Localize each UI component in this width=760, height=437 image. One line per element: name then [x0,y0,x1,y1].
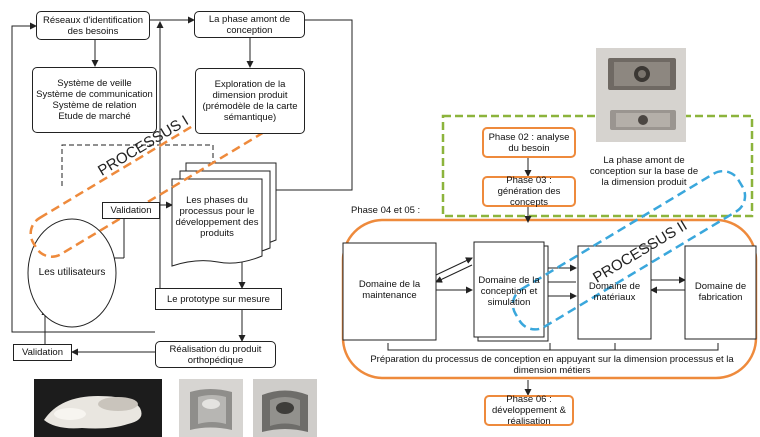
systemes-box: Système de veille Système de communicati… [32,67,157,133]
systeme-communication: Système de communication [36,89,153,100]
domaine-maintenance-box [342,242,437,341]
utilisateurs-label: Les utilisateurs [38,266,106,278]
domaine-fabrication-label-wrap: Domaine de fabrication [687,272,754,312]
domaine-fabrication-label: Domaine de fabrication [694,281,747,303]
phases-document-stack [171,162,277,267]
phase03-box: Phase 03 : génération des concepts [482,175,576,208]
connector-lines-right [387,158,719,396]
processus-i-band [29,93,272,258]
phase06-box: Phase 06 : développement & réalisation [484,394,574,427]
amont-caption-wrap: La phase amont de conception sur la base… [588,148,700,194]
green-dashed-region [441,114,754,218]
phase-amont-box: La phase amont de conception [194,11,305,38]
phases-processus-label-wrap: Les phases du processus pour le développ… [172,182,262,252]
phases-processus-label: Les phases du processus pour le développ… [175,195,259,239]
realisation-label: Réalisation du produit orthopédique [169,343,262,366]
systeme-relation: Système de relation [52,100,137,111]
systeme-veille: Système de veille [57,78,132,89]
amont-caption: La phase amont de conception sur la base… [589,154,699,188]
domaine-maintenance-label-wrap: Domaine de la maintenance [345,270,434,310]
phase02-label: Phase 02 : analyse du besoin [488,131,570,154]
validation-top-label: Validation [110,205,152,216]
utilisateurs-label-wrap: Les utilisateurs [34,250,110,294]
domaine-conception-box [473,241,545,338]
utilisateurs-ellipse [27,218,117,328]
validation-bottom-label: Validation [21,347,64,358]
exploration-label: Exploration de la dimension produit (pré… [202,79,298,123]
orthopedic-photo-2 [179,379,243,437]
exploration-box: Exploration de la dimension produit (pré… [195,68,305,134]
phase03-label: Phase 03 : génération des concepts [497,175,561,208]
phase0405-label-wrap: Phase 04 et 05 : [351,204,423,217]
domaine-fabrication-box [684,245,757,340]
orthopedic-photo-3 [253,379,317,437]
preparation-label: Préparation du processus de conception e… [370,354,734,376]
domaine-conception-label-wrap: Domaine de la conception et simulation [475,266,543,316]
processus-ii-band [511,169,747,331]
preparation-label-wrap: Préparation du processus de conception e… [358,353,746,377]
reseaux-box: Réseaux d'identification des besoins [36,11,150,40]
realisation-box: Réalisation du produit orthopédique [155,341,276,368]
amont-photo [596,48,686,142]
validation-bottom-box: Validation [13,344,72,361]
domaine-conception-label: Domaine de la conception et simulation [478,274,540,308]
phase02-box: Phase 02 : analyse du besoin [482,127,576,158]
phase0405-label: Phase 04 et 05 : [351,205,421,216]
domaine-materiaux-label: Domaine de matériaux [588,281,641,303]
reseaux-label: Réseaux d'identification des besoins [42,14,144,37]
dashed-connector [61,144,214,186]
prototype-box: Le prototype sur mesure [155,288,282,310]
etude-marche: Etude de marché [58,111,131,122]
prototype-label: Le prototype sur mesure [167,293,270,305]
connector-lines-left [11,16,353,356]
domaine-maintenance-label: Domaine de la maintenance [358,279,421,301]
phase06-label: Phase 06 : développement & réalisation [492,394,566,427]
domaine-materiaux-label-wrap: Domaine de matériaux [580,272,649,312]
validation-top-box: Validation [102,202,160,219]
domaine-materiaux-box [577,245,652,340]
orthopedic-photo-1 [34,379,162,437]
phase-amont-label: La phase amont de conception [208,13,291,36]
